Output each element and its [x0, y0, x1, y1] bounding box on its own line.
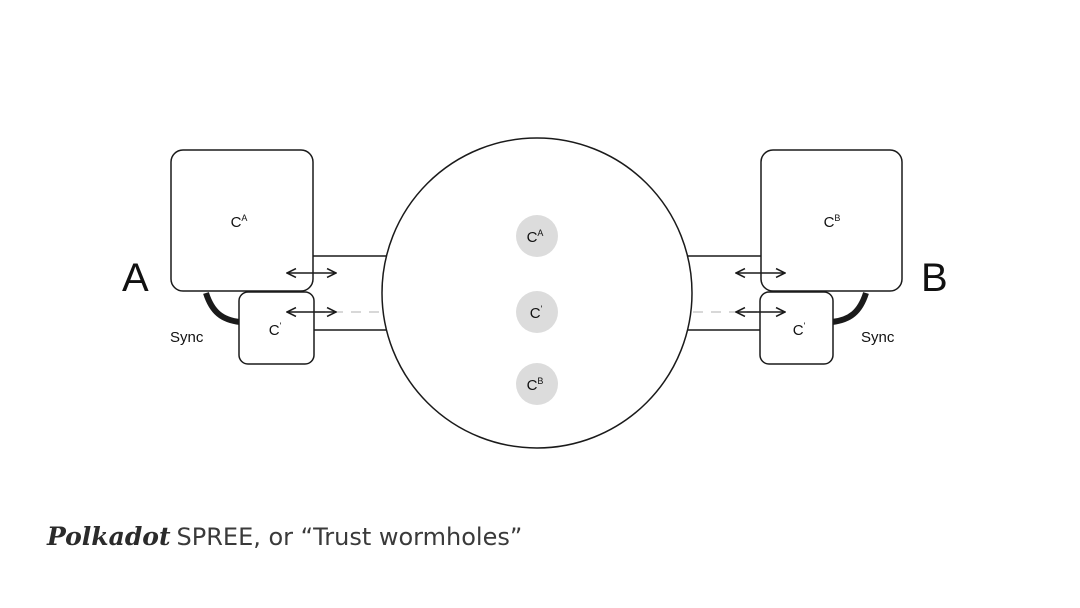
- right-tunnel: [687, 255, 762, 331]
- polkadot-wordmark: Polkadot: [47, 522, 171, 551]
- chain-b-box: CB: [760, 149, 903, 292]
- cprime-box-left: C': [238, 291, 315, 365]
- party-a-label: A: [122, 256, 149, 300]
- relay-node-ca: CA: [516, 215, 558, 257]
- chain-a-label: CA: [231, 213, 248, 231]
- relay-node-cb: CB: [516, 363, 558, 405]
- relay-node-cprime-label: C': [530, 304, 543, 322]
- sync-label-left: Sync: [170, 329, 204, 346]
- relay-node-cb-label: CB: [527, 376, 544, 394]
- cprime-right-label: C': [793, 321, 806, 339]
- caption-text: SPREE, or “Trust wormholes”: [176, 523, 523, 551]
- chain-b-label: CB: [824, 213, 841, 231]
- sync-label-right: Sync: [861, 329, 895, 346]
- sync-arc-right: [831, 292, 869, 325]
- chain-a-box: CA: [170, 149, 314, 292]
- cprime-box-right: C': [759, 291, 834, 365]
- sync-arc-left: [203, 292, 241, 325]
- relay-node-ca-label: CA: [527, 228, 544, 246]
- left-tunnel: [312, 255, 387, 331]
- party-b-label: B: [921, 256, 948, 300]
- relay-node-cprime: C': [516, 291, 558, 333]
- cprime-left-label: C': [269, 321, 282, 339]
